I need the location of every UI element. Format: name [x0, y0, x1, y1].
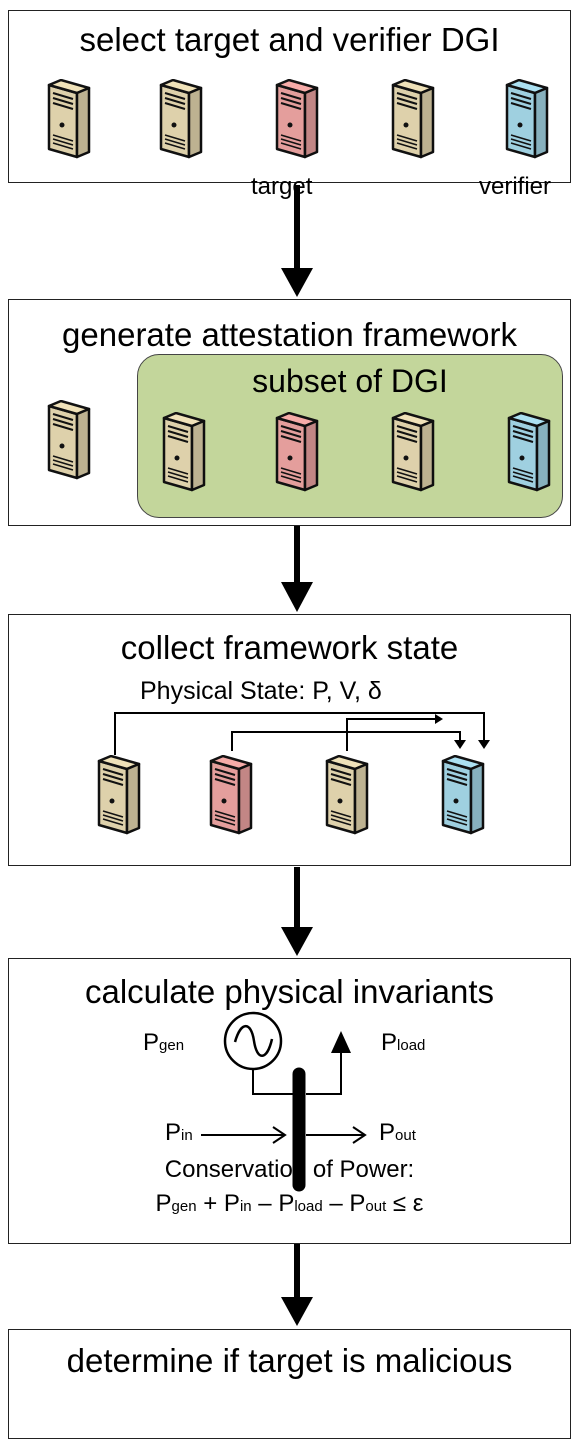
server-icon: [81, 755, 141, 837]
server-icon: [146, 412, 206, 494]
p-out-label: Pout: [379, 1119, 416, 1146]
step-determine-box: determine if target is malicious: [8, 1329, 571, 1439]
target-server-icon: [259, 412, 319, 494]
verifier-server-icon: [425, 755, 485, 837]
step-select-title: select target and verifier DGI: [79, 21, 500, 58]
target-label: target: [251, 173, 313, 200]
step-calculate-title: calculate physical invariants: [84, 973, 495, 1010]
step-generate-box: generate attestation framework subset of…: [8, 299, 571, 526]
step-select-box: select target and verifier DGI target ve…: [8, 10, 571, 200]
server-icon: [31, 400, 91, 482]
step-determine-title: determine if target is malicious: [66, 1342, 513, 1379]
power-diagram: [201, 1011, 367, 1192]
physical-state-label: Physical State: P, V, δ: [140, 677, 382, 705]
target-server-icon: [193, 755, 253, 837]
p-load-label: Pload: [381, 1029, 426, 1056]
conservation-label: Conservation of Power:: [164, 1156, 415, 1183]
p-gen-label: Pgen: [143, 1029, 185, 1056]
verifier-label: verifier: [479, 173, 552, 200]
verifier-server-icon: [491, 412, 551, 494]
step-collect-box: collect framework state Physical State: …: [8, 614, 571, 866]
state-flow-lines: [114, 712, 490, 755]
p-in-label: Pin: [165, 1119, 193, 1146]
step-generate-title: generate attestation framework: [62, 316, 517, 353]
server-icon: [309, 755, 369, 837]
step-collect-title: collect framework state: [120, 629, 459, 666]
subset-label: subset of DGI: [252, 363, 448, 399]
conservation-equation: Pgen + Pin – Pload – Pout ≤ ε: [155, 1190, 424, 1217]
subset-group: subset of DGI: [137, 354, 563, 518]
step-calculate-box: calculate physical invariants Pgen Pload…: [8, 958, 571, 1244]
server-icon: [375, 412, 435, 494]
